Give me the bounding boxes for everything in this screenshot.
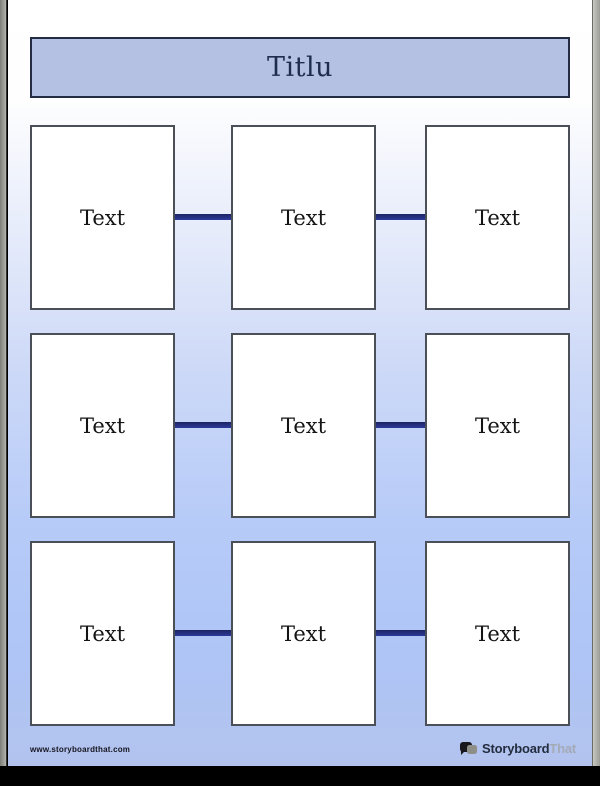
storyboard-cell[interactable]: Text — [30, 541, 175, 726]
storyboard-cell[interactable]: Text — [425, 125, 570, 310]
viewer-bottom-bar — [0, 766, 600, 786]
title-bar[interactable]: Titlu — [30, 37, 570, 98]
storyboard-cell[interactable]: Text — [231, 541, 376, 726]
brand-text-secondary: That — [549, 741, 576, 756]
speech-bubbles-icon — [460, 741, 478, 757]
viewer-right-edge — [592, 0, 600, 766]
storyboard-cell[interactable]: Text — [30, 125, 175, 310]
brand-wordmark: StoryboardThat — [482, 741, 576, 756]
storyboard-cell[interactable]: Text — [425, 541, 570, 726]
storyboard-template-page: Titlu Text Text Text Text Text Text Text… — [8, 0, 592, 766]
storyboard-cell[interactable]: Text — [231, 333, 376, 518]
storyboard-cell[interactable]: Text — [425, 333, 570, 518]
brand-text-primary: Storyboard — [482, 741, 550, 756]
storyboardthat-logo[interactable]: StoryboardThat — [460, 740, 576, 757]
gray-speech-bubble — [467, 744, 477, 754]
page-title: Titlu — [266, 52, 334, 83]
footer-website-url: www.storyboardthat.com — [30, 745, 131, 754]
storyboard-cell[interactable]: Text — [231, 125, 376, 310]
dark-speech-bubble — [460, 741, 472, 755]
storyboard-cell[interactable]: Text — [30, 333, 175, 518]
viewer-left-edge — [0, 0, 7, 766]
